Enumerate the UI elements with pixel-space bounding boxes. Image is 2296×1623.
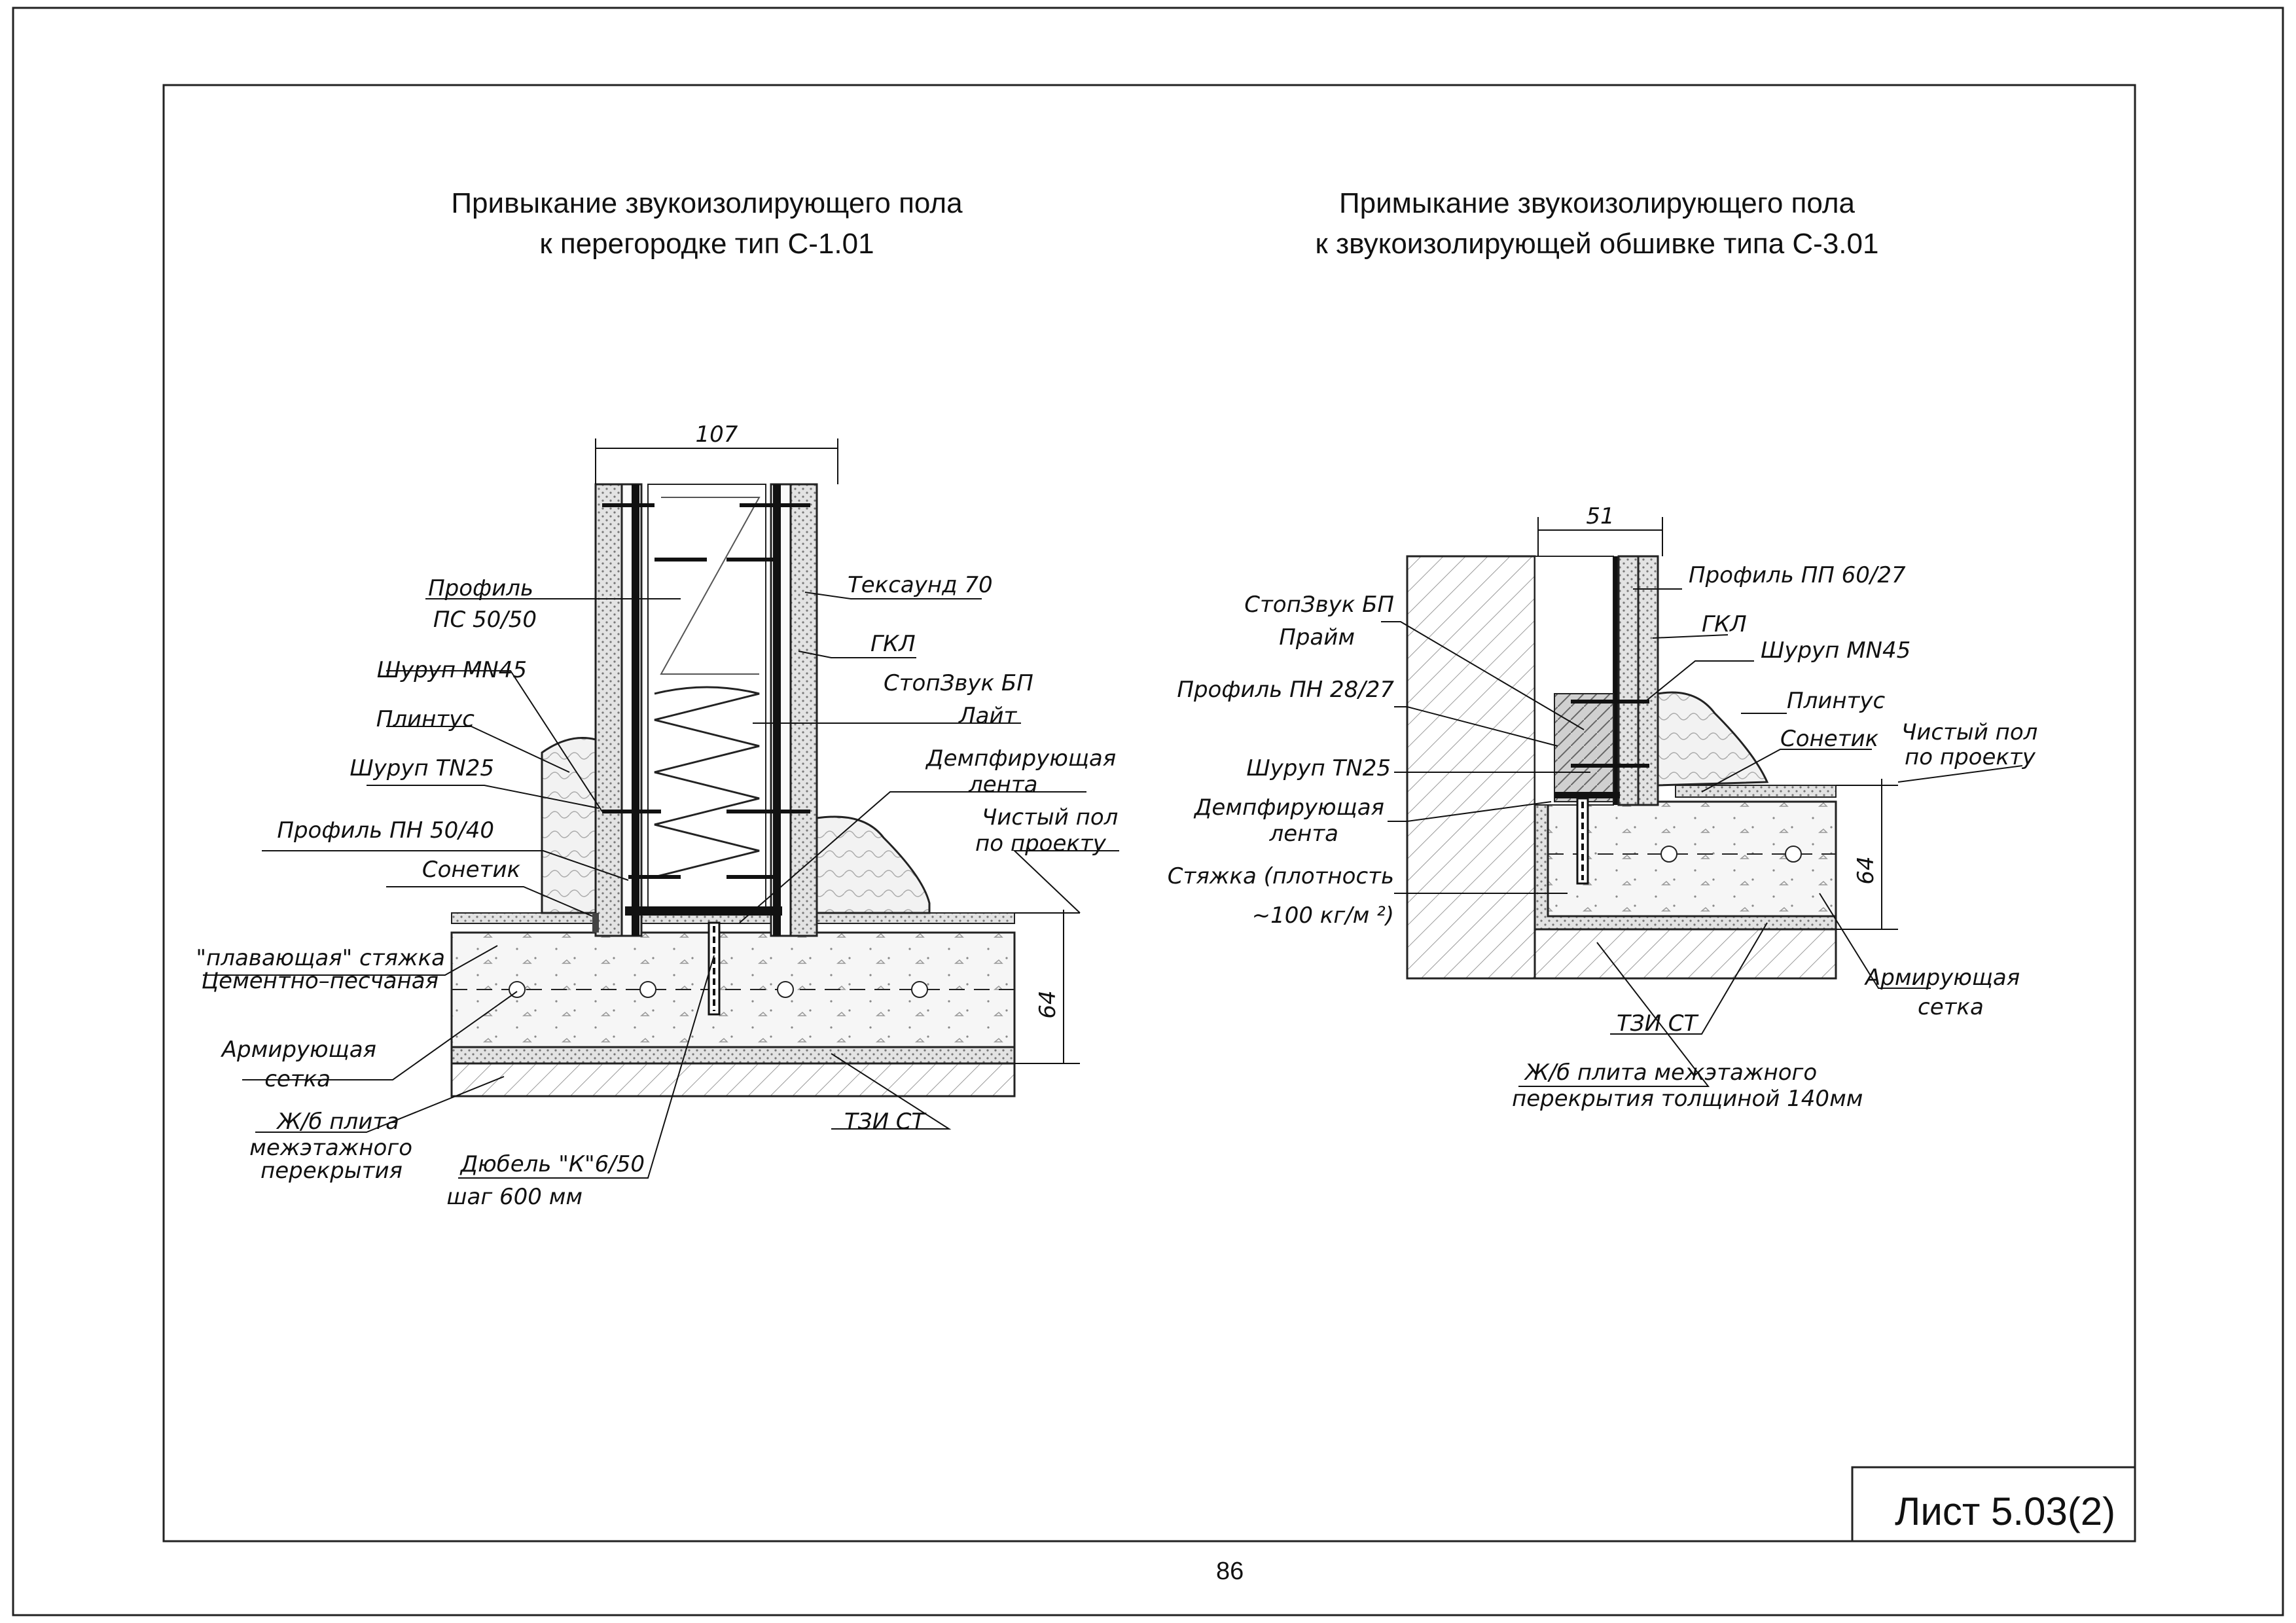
left-texaund-layer [660, 497, 761, 675]
left-label-slab3: перекрытия [260, 1158, 403, 1184]
right-label-mesh1: Армирующая [1864, 965, 2020, 991]
right-dim-height: 64 [1853, 856, 1879, 884]
right-label-profile-pp: Профиль ПП 60/27 [1689, 562, 1906, 588]
right-label-clean1: Чистый пол [1901, 719, 2037, 745]
right-label-sonetik: Сонетик [1780, 726, 1879, 752]
left-label-screed1: "плавающая" стяжка [196, 945, 445, 971]
right-title: Примыкание звукоизолирующего пола к звук… [1230, 183, 1964, 264]
left-dim-height: 64 [1035, 990, 1061, 1018]
right-mesh-circle [1785, 846, 1802, 863]
left-damper-tape [592, 913, 599, 933]
right-mesh-circle [1660, 846, 1677, 863]
right-profile-pn [1554, 792, 1620, 798]
left-gkl-outer-l [594, 483, 623, 937]
right-label-damp2: лента [1268, 821, 1338, 847]
right-label-stopzvuk1: СтопЗвук БП [1244, 592, 1394, 618]
right-title-line1: Примыкание звукоизолирующего пола [1338, 187, 1856, 219]
left-label-dowel1: Дюбель "К"6/50 [459, 1151, 645, 1177]
left-label-gkl: ГКЛ [870, 631, 916, 657]
sheet-stamp-box [1851, 1466, 2136, 1543]
left-title-line2: к перегородке тип С-1.01 [539, 228, 874, 260]
left-plintus-r [816, 815, 931, 914]
right-existing-wall [1406, 555, 1536, 980]
left-label-profile-pn: Профиль ПН 50/40 [277, 817, 494, 844]
outer-frame [12, 7, 2284, 1616]
right-label-damp1: Демпфирующая [1193, 794, 1384, 821]
left-label-profile-ps1: Профиль [428, 575, 533, 601]
right-stopzvuk-prime [1554, 693, 1614, 802]
right-profile-pp [1613, 556, 1619, 805]
left-label-clean2: по проекту [975, 830, 1107, 857]
right-label-mesh2: сетка [1918, 994, 1984, 1020]
page-number: 86 [1216, 1558, 1244, 1585]
left-profile-pn [625, 906, 782, 916]
left-label-profile-ps2: ПС 50/50 [433, 607, 537, 633]
right-title-line2: к звукоизолирующей обшивке типа С-3.01 [1315, 228, 1879, 260]
right-label-profile-pn: Профиль ПН 28/27 [1177, 677, 1394, 703]
left-screws [602, 503, 810, 879]
left-label-screw-mn45: Шуруп MN45 [377, 657, 527, 683]
left-tzi-layer [450, 1046, 1016, 1065]
left-label-slab1: Ж/б плита [276, 1109, 399, 1135]
right-slab [1534, 928, 1837, 980]
left-label-mesh2: сетка [264, 1066, 331, 1092]
right-gkl2 [1637, 555, 1659, 806]
left-gkl-outer-r [789, 483, 818, 937]
left-detail: 107 64 [196, 421, 1119, 1210]
right-finish-floor [1675, 785, 1837, 798]
left-label-texaund: Тексаунд 70 [848, 572, 993, 598]
left-leaders [203, 592, 1119, 1179]
left-label-dowel2: шаг 600 мм [446, 1184, 583, 1210]
left-profile-ps-r [773, 484, 781, 936]
sheet-label: Лист 5.03(2) [1895, 1489, 2116, 1533]
right-detail: 51 64 [1168, 503, 2038, 1112]
right-label-clean2: по проекту [1905, 744, 2036, 770]
left-label-mesh1: Армирующая [221, 1037, 376, 1063]
right-screws [1571, 700, 1649, 768]
left-title-line1: Привыкание звукоизолирующего пола [451, 187, 963, 219]
right-leaders [1381, 588, 2023, 1087]
left-title: Привыкание звукоизолирующего пола к пере… [380, 183, 1034, 264]
left-label-stopzvuk2: Лайт [958, 703, 1017, 729]
right-label-screw-mn45: Шуруп MN45 [1761, 637, 1910, 664]
right-plintus [1657, 691, 1769, 787]
left-mesh-circle [509, 981, 526, 998]
inner-frame [162, 84, 2136, 1543]
left-label-screw-tn25: Шуруп TN25 [350, 755, 494, 781]
right-dowel [1576, 797, 1589, 885]
left-label-damp2: лента [968, 772, 1038, 798]
left-mesh-circle [639, 981, 656, 998]
right-label-screw-tn25: Шуруп TN25 [1246, 755, 1391, 781]
left-plintus-l [541, 737, 597, 914]
right-label-plintus: Плинтус [1787, 688, 1886, 714]
left-label-damp1: Демпфирующая [925, 745, 1116, 772]
right-label-screed1: Стяжка (плотность [1168, 863, 1394, 889]
left-label-clean1: Чистый пол [982, 804, 1118, 830]
left-mineral-wool [654, 686, 760, 878]
left-label-stopzvuk1: СтопЗвук БП [884, 670, 1033, 696]
right-label-stopzvuk2: Прайм [1279, 624, 1355, 651]
right-dim-width: 51 [1586, 503, 1614, 529]
right-label-tzi: ТЗИ СТ [1617, 1010, 1699, 1037]
right-label-screed2: ~100 кг/м ²) [1252, 902, 1394, 929]
right-label-slab2: перекрытия толщиной 140мм [1512, 1086, 1863, 1112]
left-label-screed2: Цементно–песчаная [202, 968, 439, 994]
right-label-slab1: Ж/б плита межэтажного [1524, 1060, 1817, 1086]
right-label-gkl: ГКЛ [1702, 611, 1747, 637]
left-label-tzi: ТЗИ СТ [844, 1109, 927, 1135]
left-label-slab2: межэтажного [249, 1135, 412, 1161]
left-label-sonetik: Сонетик [422, 857, 521, 883]
left-dim-width: 107 [696, 421, 738, 448]
left-profile-ps [632, 484, 639, 936]
left-mesh-circle [777, 981, 794, 998]
left-dowel [708, 921, 721, 1016]
left-label-plintus: Плинтус [376, 706, 475, 732]
left-mesh-circle [911, 981, 928, 998]
left-slab [450, 1062, 1016, 1097]
